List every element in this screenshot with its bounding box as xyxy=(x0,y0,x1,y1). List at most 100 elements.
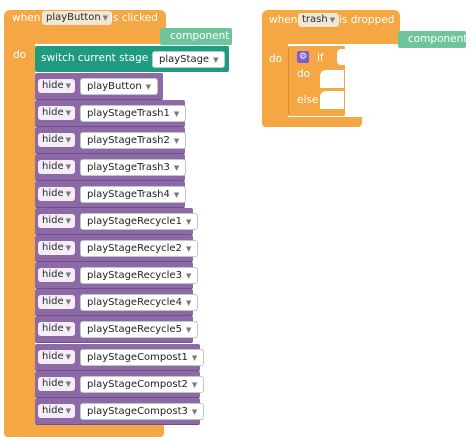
sprite-dropdown[interactable]: playStageTrash1▼ xyxy=(80,105,187,122)
hide-label: hide xyxy=(42,405,64,416)
when-label: when xyxy=(12,12,41,24)
stage-value: playStage xyxy=(159,54,210,65)
sprite-dropdown[interactable]: playStageRecycle3▼ xyxy=(80,267,199,284)
sprite-name: playStageRecycle5 xyxy=(87,324,182,335)
sprite-dropdown[interactable]: playStageCompost3▼ xyxy=(80,403,205,420)
hide-label: hide xyxy=(42,107,64,118)
hide-dropdown[interactable]: hide▼ xyxy=(38,187,76,201)
chevron-down-icon: ▼ xyxy=(65,217,72,225)
sprite-dropdown[interactable]: playStageCompost1▼ xyxy=(80,349,205,366)
sprite-dropdown[interactable]: playStageTrash3▼ xyxy=(80,159,187,176)
chevron-down-icon: ▼ xyxy=(65,380,72,388)
chevron-down-icon: ▼ xyxy=(173,137,180,145)
event-param-dropdown[interactable]: trash▼ xyxy=(298,13,340,27)
else-label: else xyxy=(297,94,319,106)
chevron-down-icon: ▼ xyxy=(102,14,109,22)
switch-stage-label: switch current stage to xyxy=(41,52,163,64)
hide-dropdown[interactable]: hide▼ xyxy=(38,241,76,255)
sprite-name: playButton xyxy=(87,81,142,92)
chevron-down-icon: ▼ xyxy=(65,163,72,171)
if-label: if xyxy=(317,52,324,64)
hide-label: hide xyxy=(42,378,64,389)
else-statement-slot[interactable] xyxy=(320,91,344,109)
event-param-value: playButton xyxy=(46,12,101,23)
chevron-down-icon: ▼ xyxy=(65,353,72,361)
chevron-down-icon: ▼ xyxy=(65,109,72,117)
chevron-down-icon: ▼ xyxy=(65,407,72,415)
hide-dropdown[interactable]: hide▼ xyxy=(38,322,76,336)
sprite-name: playStageRecycle1 xyxy=(87,216,182,227)
sprite-dropdown[interactable]: playStageRecycle2▼ xyxy=(80,240,199,257)
component-label: component xyxy=(170,30,230,42)
hide-label: hide xyxy=(42,134,64,145)
sprite-name: playStageTrash4 xyxy=(87,189,170,200)
chevron-down-icon: ▼ xyxy=(185,326,192,334)
chevron-down-icon: ▼ xyxy=(173,164,180,172)
sprite-name: playStageTrash3 xyxy=(87,162,170,173)
component-label: component xyxy=(408,33,468,45)
hide-label: hide xyxy=(42,242,64,253)
hide-dropdown[interactable]: hide▼ xyxy=(38,133,76,147)
chevron-down-icon: ▼ xyxy=(173,191,180,199)
is-dropped-label: is dropped xyxy=(339,14,395,26)
hide-dropdown[interactable]: hide▼ xyxy=(38,214,76,228)
chevron-down-icon: ▼ xyxy=(329,16,336,24)
hide-label: hide xyxy=(42,215,64,226)
event-param-value: trash xyxy=(302,14,328,25)
event-block-foot xyxy=(262,117,362,127)
sprite-dropdown[interactable]: playStageTrash4▼ xyxy=(80,186,187,203)
chevron-down-icon: ▼ xyxy=(185,272,192,280)
hide-dropdown[interactable]: hide▼ xyxy=(38,377,76,391)
sprite-dropdown[interactable]: playStageTrash2▼ xyxy=(80,132,187,149)
component-plug[interactable]: component xyxy=(160,28,232,45)
hide-dropdown[interactable]: hide▼ xyxy=(38,350,76,364)
chevron-down-icon: ▼ xyxy=(65,298,72,306)
event-block-spine xyxy=(262,44,288,127)
sprite-name: playStageTrash1 xyxy=(87,108,170,119)
stage-dropdown[interactable]: playStage▼ xyxy=(152,51,226,68)
when-label: when xyxy=(269,14,298,26)
hide-dropdown[interactable]: hide▼ xyxy=(38,160,76,174)
sprite-name: playStageCompost1 xyxy=(87,352,188,363)
sprite-name: playStageTrash2 xyxy=(87,135,170,146)
chevron-down-icon: ▼ xyxy=(185,218,192,226)
sprite-dropdown[interactable]: playButton▼ xyxy=(80,78,159,95)
event-block-foot xyxy=(4,425,164,437)
is-clicked-label: is clicked xyxy=(110,12,158,24)
event-param-dropdown[interactable]: playButton▼ xyxy=(42,11,113,25)
inner-do-label: do xyxy=(297,68,311,80)
hide-label: hide xyxy=(42,188,64,199)
gear-icon[interactable]: ⚙ xyxy=(297,51,309,63)
sprite-dropdown[interactable]: playStageRecycle4▼ xyxy=(80,294,199,311)
chevron-down-icon: ▼ xyxy=(191,354,198,362)
hide-dropdown[interactable]: hide▼ xyxy=(38,404,76,418)
hide-dropdown[interactable]: hide▼ xyxy=(38,295,76,309)
chevron-down-icon: ▼ xyxy=(191,408,198,416)
sprite-dropdown[interactable]: playStageRecycle5▼ xyxy=(80,321,199,338)
hide-dropdown[interactable]: hide▼ xyxy=(38,106,76,120)
component-plug[interactable]: component xyxy=(398,31,468,48)
chevron-down-icon: ▼ xyxy=(65,325,72,333)
hide-label: hide xyxy=(42,351,64,362)
hide-label: hide xyxy=(42,296,64,307)
do-label: do xyxy=(269,53,283,65)
chevron-down-icon: ▼ xyxy=(65,82,72,90)
sprite-dropdown[interactable]: playStageCompost2▼ xyxy=(80,376,205,393)
chevron-down-icon: ▼ xyxy=(185,299,192,307)
chevron-down-icon: ▼ xyxy=(191,381,198,389)
chevron-down-icon: ▼ xyxy=(213,56,219,64)
chevron-down-icon: ▼ xyxy=(185,245,192,253)
do-statement-slot[interactable] xyxy=(320,70,344,88)
do-label: do xyxy=(13,49,27,61)
sprite-name: playStageCompost2 xyxy=(87,379,188,390)
hide-dropdown[interactable]: hide▼ xyxy=(38,79,76,93)
chevron-down-icon: ▼ xyxy=(173,110,180,118)
hide-label: hide xyxy=(42,161,64,172)
event-block-spine xyxy=(4,44,35,427)
sprite-name: playStageRecycle3 xyxy=(87,270,182,281)
chevron-down-icon: ▼ xyxy=(145,83,152,91)
sprite-name: playStageRecycle2 xyxy=(87,243,182,254)
if-condition-socket[interactable] xyxy=(337,49,345,65)
sprite-dropdown[interactable]: playStageRecycle1▼ xyxy=(80,213,199,230)
hide-dropdown[interactable]: hide▼ xyxy=(38,268,76,282)
